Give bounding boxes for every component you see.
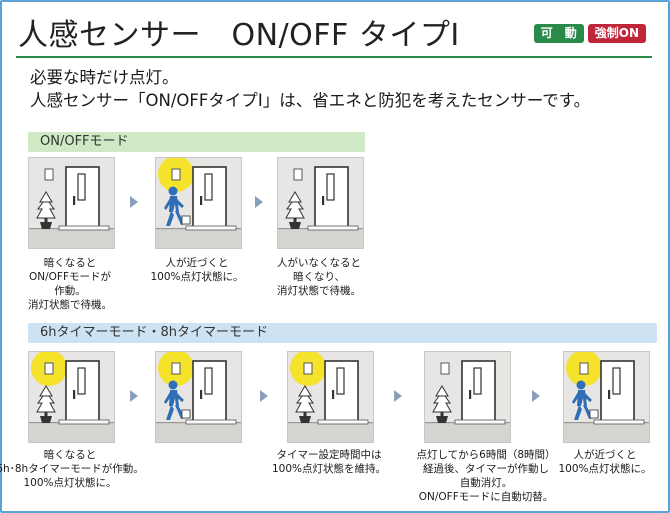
timer-arrow-2 bbox=[260, 390, 268, 402]
timer-step-4-scene bbox=[424, 351, 511, 443]
onoff-step-3-caption-line: 暗くなり、 bbox=[292, 271, 346, 283]
timer-step-3-caption: タイマー設定時間中は 100%点灯状態を維持。 bbox=[254, 448, 404, 476]
onoff-step-1-caption-line: 暗くなると bbox=[43, 257, 97, 269]
timer-step-4-caption-line: 自動消灯。 bbox=[459, 477, 513, 489]
forced-on-badge: 強制ON bbox=[587, 24, 646, 43]
timer-arrow-3 bbox=[394, 390, 402, 402]
timer-step-1-caption: 暗くなると 6h･8hタイマーモードが作動。 100%点灯状態に。 bbox=[0, 448, 145, 490]
onoff-step-1-scene bbox=[28, 157, 115, 249]
timer-step-1-caption-line: 100%点灯状態に。 bbox=[23, 477, 117, 489]
timer-step-4-caption-line: 経過後、タイマーが作動し bbox=[423, 463, 549, 475]
onoff-step-1-art bbox=[29, 166, 114, 248]
timer-step-1-caption-line: 暗くなると bbox=[43, 449, 97, 461]
onoff-step-2-scene bbox=[155, 157, 242, 249]
onoff-mode-header: ON/OFFモード bbox=[28, 132, 365, 152]
timer-step-4-art bbox=[425, 360, 510, 442]
intro-line-1: 必要な時だけ点灯。 bbox=[30, 68, 179, 87]
onoff-arrow-2 bbox=[255, 196, 263, 208]
timer-step-3-caption-line: 100%点灯状態を維持。 bbox=[271, 463, 387, 475]
onoff-step-2-art bbox=[156, 158, 241, 248]
timer-step-1-art bbox=[29, 352, 114, 442]
timer-step-2-scene bbox=[155, 351, 242, 443]
timer-step-4-caption: 点灯してから6時間（8時間） 経過後、タイマーが作動し自動消灯。 ON/OFFモード… bbox=[411, 448, 561, 504]
timer-step-2-art bbox=[156, 352, 241, 442]
onoff-step-3-caption: 人がいなくなると暗くなり、消灯状態で待機。 bbox=[244, 256, 394, 298]
timer-step-4-caption-line: 点灯してから6時間（8時間） bbox=[416, 449, 556, 461]
timer-step-4-caption-line: ON/OFFモードに自動切替。 bbox=[418, 491, 554, 503]
onoff-step-3-caption-line: 人がいなくなると bbox=[277, 257, 361, 269]
timer-step-5-caption-line: 100%点灯状態に。 bbox=[558, 463, 652, 475]
timer-arrow-1 bbox=[130, 390, 138, 402]
timer-step-5-caption-line: 人が近づくと bbox=[573, 449, 637, 461]
onoff-step-1-caption-line: 消灯状態で待機。 bbox=[28, 299, 112, 311]
onoff-step-1-caption: 暗くなると ON/OFFモードが作動。消灯状態で待機。 bbox=[0, 256, 145, 312]
onoff-arrow-1 bbox=[130, 196, 138, 208]
title-divider bbox=[16, 56, 652, 58]
timer-step-3-caption-line: タイマー設定時間中は bbox=[276, 449, 382, 461]
onoff-step-3-scene bbox=[277, 157, 364, 249]
onoff-step-2-caption: 人が近づくと 100%点灯状態に。 bbox=[122, 256, 272, 284]
intro-text: 必要な時だけ点灯。 人感センサー「ON/OFFタイプⅠ」は、省エネと防犯を考えた… bbox=[30, 66, 590, 112]
timer-step-1-caption-line: 6h･8hタイマーモードが作動。 bbox=[0, 463, 144, 475]
timer-arrow-4 bbox=[532, 390, 540, 402]
onoff-step-3-caption-line: 消灯状態で待機。 bbox=[277, 285, 361, 297]
onoff-step-2-caption-line: 人が近づくと bbox=[165, 257, 229, 269]
onoff-step-2-caption-line: 100%点灯状態に。 bbox=[150, 271, 244, 283]
timer-step-5-scene bbox=[563, 351, 650, 443]
timer-mode-header: 6hタイマーモード・8hタイマーモード bbox=[28, 323, 657, 343]
onoff-step-3-art bbox=[278, 166, 363, 248]
timer-step-5-caption: 人が近づくと 100%点灯状態に。 bbox=[530, 448, 670, 476]
mode-badges: 可 動 強制ON bbox=[533, 24, 646, 43]
intro-line-2: 人感センサー「ON/OFFタイプⅠ」は、省エネと防犯を考えたセンサーです。 bbox=[30, 91, 591, 110]
timer-step-5-art bbox=[564, 352, 649, 442]
onoff-step-1-caption-line: ON/OFFモードが bbox=[28, 271, 111, 283]
timer-step-1-scene bbox=[28, 351, 115, 443]
movable-badge: 可 動 bbox=[533, 24, 584, 43]
timer-step-3-art bbox=[288, 352, 373, 442]
page-title: 人感センサー ON/OFF タイプⅠ bbox=[18, 18, 460, 53]
timer-step-3-scene bbox=[287, 351, 374, 443]
onoff-step-1-caption-line: 作動。 bbox=[54, 285, 86, 297]
